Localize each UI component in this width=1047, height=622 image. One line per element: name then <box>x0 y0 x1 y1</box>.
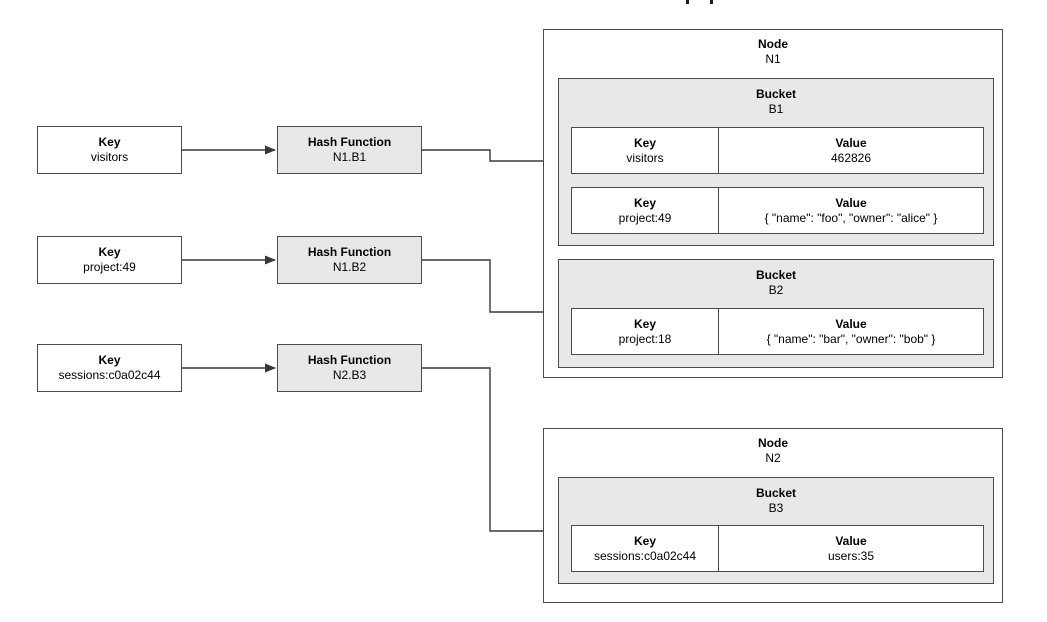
entry-key-cell: Key project:49 <box>572 188 718 233</box>
entry-row-project-18: Key project:18 Value { "name": "bar", "o… <box>571 308 984 355</box>
key-box-title: Key <box>98 135 121 149</box>
entry-value-cell: Value users:35 <box>718 526 983 571</box>
entry-value-title: Value <box>835 195 867 210</box>
bucket-container-b2: Bucket B2 Key project:18 Value { "name":… <box>558 259 994 368</box>
key-box-value: sessions:c0a02c44 <box>58 368 161 382</box>
entry-key-value: visitors <box>626 150 664 165</box>
node-container-n2: Node N2 Bucket B3 Key sessions:c0a02c44 … <box>543 428 1003 603</box>
entry-value-cell: Value 462826 <box>718 128 983 173</box>
entry-row-project-49: Key project:49 Value { "name": "foo", "o… <box>571 187 984 234</box>
entry-key-cell: Key project:18 <box>572 309 718 354</box>
hash-box-title: Hash Function <box>307 135 392 149</box>
entry-value-value: { "name": "foo", "owner": "alice" } <box>764 210 938 225</box>
hash-box-title: Hash Function <box>307 245 392 259</box>
hash-box-value: N2.B3 <box>332 368 367 382</box>
key-box-project-49: Key project:49 <box>37 236 182 284</box>
entry-key-cell: Key visitors <box>572 128 718 173</box>
entry-value-cell: Value { "name": "bar", "owner": "bob" } <box>718 309 983 354</box>
hash-function-box-n2b3: Hash Function N2.B3 <box>277 344 422 392</box>
hash-function-box-n1b2: Hash Function N1.B2 <box>277 236 422 284</box>
node-title: Node <box>758 37 788 51</box>
node-title: Node <box>758 436 788 450</box>
bucket-title: Bucket <box>755 87 796 101</box>
cropped-text-fragment <box>710 0 713 4</box>
entry-key-value: project:49 <box>618 210 672 225</box>
key-box-visitors: Key visitors <box>37 126 182 174</box>
bucket-id: B1 <box>768 102 784 116</box>
key-box-title: Key <box>98 245 121 259</box>
entry-key-title: Key <box>633 195 656 210</box>
bucket-header: Bucket B2 <box>559 268 993 298</box>
bucket-id: B2 <box>768 283 784 297</box>
cropped-text-fragment <box>686 0 689 4</box>
entry-value-value: users:35 <box>827 548 875 563</box>
key-box-sessions: Key sessions:c0a02c44 <box>37 344 182 392</box>
arrow-hash1-to-bucket-b1 <box>422 149 555 166</box>
bucket-header: Bucket B3 <box>559 486 993 516</box>
bucket-id: B3 <box>768 501 784 515</box>
entry-value-title: Value <box>835 135 867 150</box>
bucket-title: Bucket <box>755 268 796 282</box>
entry-row-visitors: Key visitors Value 462826 <box>571 127 984 174</box>
hash-box-title: Hash Function <box>307 353 392 367</box>
arrow-hash3-to-bucket-b3 <box>422 367 555 536</box>
node-container-n1: Node N1 Bucket B1 Key visitors Value 462… <box>543 29 1003 378</box>
bucket-container-b3: Bucket B3 Key sessions:c0a02c44 Value us… <box>558 477 994 584</box>
entry-key-title: Key <box>633 316 656 331</box>
entry-value-title: Value <box>835 533 867 548</box>
entry-key-value: sessions:c0a02c44 <box>593 548 697 563</box>
arrow-hash2-to-bucket-b2 <box>422 259 555 317</box>
hash-box-value: N1.B1 <box>332 150 367 164</box>
key-box-value: visitors <box>90 150 129 164</box>
key-box-title: Key <box>98 353 121 367</box>
bucket-header: Bucket B1 <box>559 87 993 117</box>
key-box-value: project:49 <box>83 260 136 274</box>
node-header: Node N2 <box>544 436 1002 466</box>
node-id: N2 <box>765 451 781 465</box>
entry-value-title: Value <box>835 316 867 331</box>
entry-key-title: Key <box>633 533 656 548</box>
bucket-title: Bucket <box>755 486 796 500</box>
hash-function-box-n1b1: Hash Function N1.B1 <box>277 126 422 174</box>
entry-value-value: { "name": "bar", "owner": "bob" } <box>766 331 936 346</box>
entry-key-cell: Key sessions:c0a02c44 <box>572 526 718 571</box>
entry-value-value: 462826 <box>830 150 872 165</box>
node-id: N1 <box>765 52 781 66</box>
entry-value-cell: Value { "name": "foo", "owner": "alice" … <box>718 188 983 233</box>
entry-key-title: Key <box>633 135 656 150</box>
node-header: Node N1 <box>544 37 1002 67</box>
entry-row-sessions: Key sessions:c0a02c44 Value users:35 <box>571 525 984 572</box>
hash-box-value: N1.B2 <box>332 260 367 274</box>
entry-key-value: project:18 <box>618 331 672 346</box>
bucket-container-b1: Bucket B1 Key visitors Value 462826 Key … <box>558 78 994 246</box>
